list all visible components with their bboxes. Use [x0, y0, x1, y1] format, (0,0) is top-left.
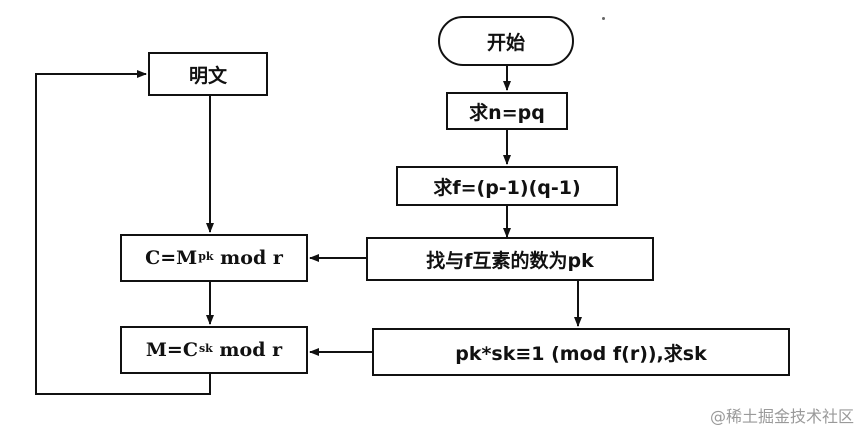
encrypt-exponent: pk — [198, 249, 214, 263]
arrow-decrypt-back-to-plaintext — [35, 70, 211, 395]
plaintext-node: 明文 — [148, 52, 268, 96]
compute-f-node: 求f=(p-1)(q-1) — [396, 166, 618, 206]
scan-speck — [602, 17, 605, 20]
encrypt-base: C=M — [145, 247, 198, 269]
decrypt-tail: mod r — [212, 339, 283, 361]
encrypt-tail: mod r — [213, 247, 283, 269]
start-node: 开始 — [438, 16, 574, 66]
find-pk-node: 找与f互素的数为pk — [366, 237, 654, 281]
solve-sk-node: pk*sk≡1 (mod f(r)),求sk — [372, 328, 790, 376]
compute-n-node: 求n=pq — [446, 92, 568, 130]
decrypt-exponent: sk — [198, 341, 213, 355]
watermark-text: @稀土掘金技术社区 — [709, 407, 854, 426]
decrypt-base: M=C — [145, 339, 198, 361]
